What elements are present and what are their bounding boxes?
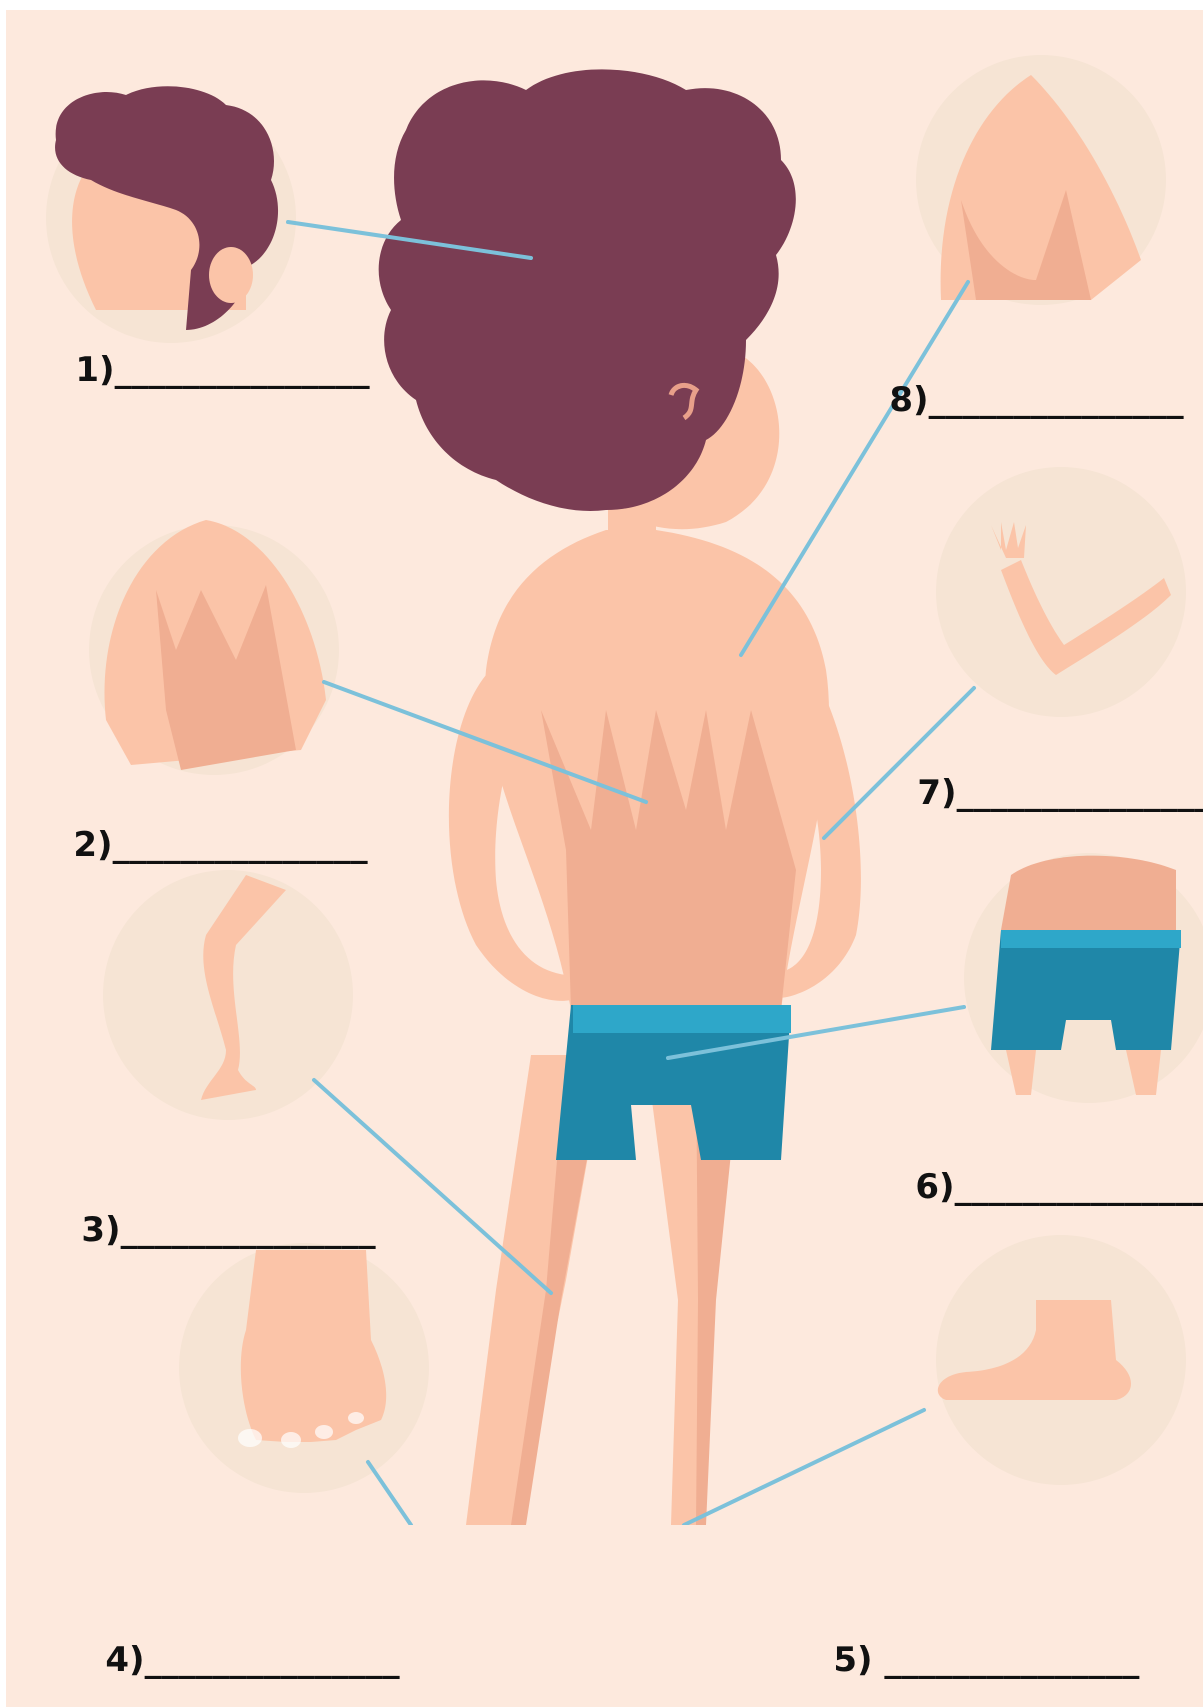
shoulder-circle <box>916 55 1166 305</box>
back-circle <box>89 520 339 775</box>
label-2-blank[interactable]: _______________ <box>113 825 368 865</box>
label-6-blank[interactable]: _______________ <box>955 1167 1203 1207</box>
label-5-number: 5) <box>833 1640 872 1680</box>
label-8-number: 8) <box>889 380 928 420</box>
label-1: 1)_______________ <box>28 310 370 430</box>
label-5: 5) _______________ <box>786 1600 1139 1707</box>
label-5-blank[interactable]: _______________ <box>873 1640 1140 1680</box>
label-6-number: 6) <box>915 1167 954 1207</box>
label-1-number: 1) <box>75 350 114 390</box>
label-7-number: 7) <box>917 773 956 813</box>
label-3-blank[interactable]: _______________ <box>121 1210 376 1250</box>
label-8-blank[interactable]: _______________ <box>929 380 1184 420</box>
label-1-blank[interactable]: _______________ <box>115 350 370 390</box>
label-4: 4)_______________ <box>58 1600 400 1707</box>
boy-figure <box>379 69 861 1525</box>
label-8: 8)_______________ <box>842 340 1184 460</box>
arm-circle <box>936 467 1186 717</box>
label-3-number: 3) <box>81 1210 120 1250</box>
label-2-number: 2) <box>73 825 112 865</box>
bottom-circle <box>964 853 1203 1103</box>
heel-circle <box>936 1235 1186 1485</box>
label-7: 7)_______________ <box>870 733 1203 853</box>
label-3: 3)_______________ <box>34 1170 376 1290</box>
worksheet-page: 1)_______________ 8)_______________ 7)__… <box>6 10 1203 1707</box>
label-6: 6)_______________ <box>868 1127 1203 1247</box>
label-2: 2)_______________ <box>26 785 368 905</box>
label-4-blank[interactable]: _______________ <box>145 1640 400 1680</box>
label-4-number: 4) <box>105 1640 144 1680</box>
label-7-blank[interactable]: _______________ <box>957 773 1203 813</box>
hair-circle <box>46 86 296 343</box>
